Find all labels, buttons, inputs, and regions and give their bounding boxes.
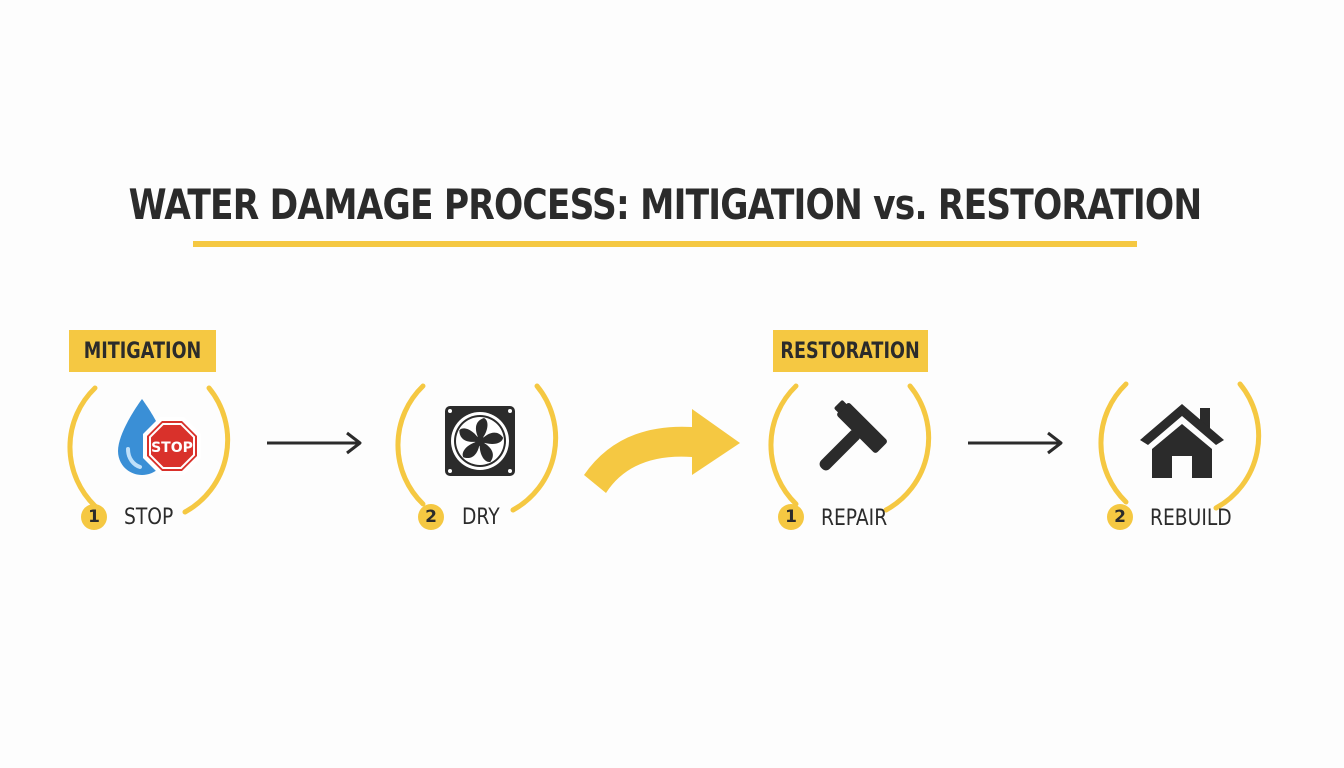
- step-ring: [67, 362, 237, 532]
- step-label-stop: STOP: [124, 505, 174, 530]
- ring-arc: [768, 383, 932, 513]
- step-number: 1: [81, 504, 107, 530]
- curved-arrow-icon: [584, 409, 740, 493]
- stop-sign-text: STOP: [151, 440, 193, 456]
- ring-arc: [395, 383, 559, 513]
- step-label-repair: REPAIR: [821, 506, 888, 531]
- title-underline: [193, 241, 1137, 247]
- step-number: 1: [778, 504, 804, 530]
- step-number: 2: [418, 504, 444, 530]
- arrow-right-icon: [267, 431, 362, 455]
- step-ring: [1098, 358, 1268, 528]
- step-label-rebuild: REBUILD: [1150, 506, 1232, 531]
- step-number: 2: [1107, 504, 1133, 530]
- phase-tag-restoration: RESTORATION: [773, 330, 928, 372]
- fan-icon: [444, 405, 516, 481]
- step-ring: [768, 360, 938, 530]
- step-ring: [395, 360, 565, 530]
- hammer-icon: [808, 398, 893, 487]
- step-label-dry: DRY: [462, 505, 500, 530]
- diagram-title: WATER DAMAGE PROCESS: MITIGATION vs. RES…: [128, 180, 1203, 229]
- arrow-right-icon: [968, 431, 1063, 455]
- house-icon: [1140, 402, 1225, 484]
- phase-label: RESTORATION: [780, 338, 921, 364]
- water-drop-stop-sign-icon: STOP: [112, 395, 207, 484]
- ring-arc: [67, 385, 231, 515]
- ring-arc: [1098, 381, 1262, 511]
- phase-label: MITIGATION: [83, 338, 202, 364]
- phase-tag-mitigation: MITIGATION: [69, 330, 216, 372]
